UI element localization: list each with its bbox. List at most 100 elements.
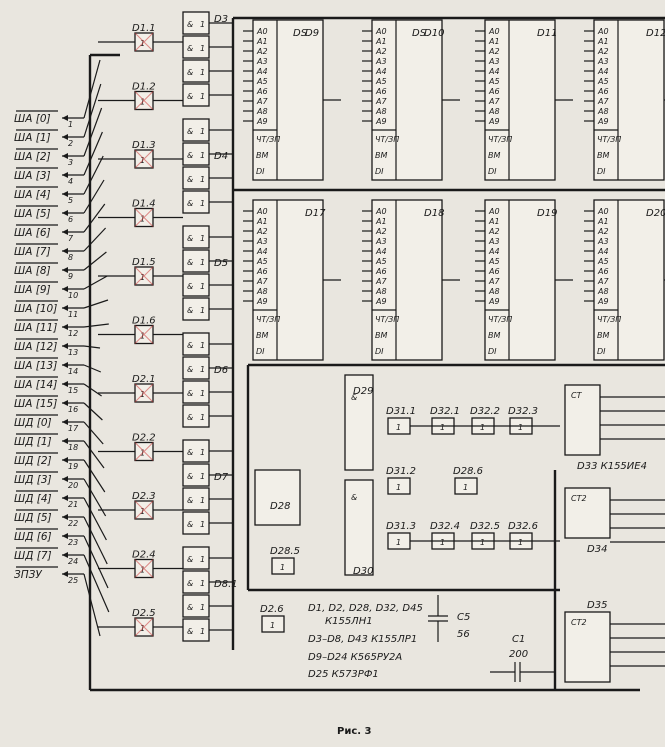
pin-number: 6 bbox=[68, 215, 73, 224]
control-pin: DI bbox=[597, 347, 606, 356]
cross-mark bbox=[134, 383, 154, 403]
control-pin: ВМ bbox=[488, 151, 500, 160]
address-pin: A1 bbox=[256, 217, 268, 226]
counter-label: D35 bbox=[587, 600, 607, 611]
address-pin: A3 bbox=[488, 57, 500, 66]
signal-label: ША [6] bbox=[14, 227, 51, 239]
nand-symbol: 1 bbox=[200, 603, 205, 612]
fanout-wire bbox=[83, 59, 101, 119]
address-pin: A9 bbox=[597, 297, 609, 306]
pin-number: 10 bbox=[68, 291, 78, 300]
control-pin: ВМ bbox=[375, 151, 387, 160]
arrow-icon bbox=[62, 286, 68, 292]
memory-chip bbox=[371, 19, 443, 181]
address-pin: A6 bbox=[375, 267, 387, 276]
nand-column: &1&1&1&1D3&1&1&1&1D4&1&1&1&1D5&1&1&1&1D6… bbox=[182, 11, 238, 642]
counter-label: D34 bbox=[587, 544, 607, 555]
address-pin: A7 bbox=[375, 277, 387, 286]
cross-mark bbox=[134, 559, 154, 578]
address-pin: A2 bbox=[375, 227, 387, 236]
gate-symbol: 1 bbox=[463, 483, 468, 492]
memory-label: D17 bbox=[305, 208, 326, 219]
gate-symbol: 1 bbox=[270, 621, 275, 630]
signal-label: ША [14] bbox=[14, 379, 57, 391]
control-pin: ВМ bbox=[597, 331, 609, 340]
pin-number: 19 bbox=[68, 462, 78, 471]
gate-symbol: 1 bbox=[518, 538, 523, 547]
pin-number: 24 bbox=[68, 557, 78, 566]
parts-line-1: D1, D2, D28, D32, D45 bbox=[308, 603, 423, 614]
arrow-icon bbox=[62, 476, 68, 482]
c1-label: C1 bbox=[512, 634, 525, 645]
address-pin: A1 bbox=[375, 217, 387, 226]
parts-line-5: D25 К573РФ1 bbox=[308, 669, 379, 680]
fanout-wire bbox=[83, 203, 106, 233]
counter-label: D33 К155ИЕ4 bbox=[577, 461, 647, 472]
fanout-wire bbox=[83, 383, 102, 397]
address-pin: A9 bbox=[375, 297, 387, 306]
address-pin: A7 bbox=[597, 97, 609, 106]
memory-chip bbox=[593, 19, 665, 181]
arrow-icon bbox=[62, 210, 68, 216]
control-pin: DI bbox=[488, 347, 497, 356]
pin-number: 14 bbox=[68, 367, 78, 376]
nand-symbol: 1 bbox=[200, 151, 205, 160]
main-buses bbox=[88, 16, 665, 692]
nand-symbol: 1 bbox=[200, 448, 205, 457]
memory-label: D9 bbox=[305, 28, 319, 39]
address-pin: A8 bbox=[597, 107, 609, 116]
logic-block bbox=[344, 374, 374, 471]
capacitor-c5: C5 56 bbox=[428, 595, 470, 642]
address-pin: A0 bbox=[256, 207, 268, 216]
fanout-wire bbox=[83, 402, 103, 421]
address-pin: A0 bbox=[375, 207, 387, 216]
nand-symbol: & bbox=[187, 472, 193, 481]
nand-symbol: & bbox=[187, 175, 193, 184]
inverter-label: D2.4 bbox=[132, 550, 156, 561]
logic-label: D31.1 bbox=[386, 406, 416, 417]
pin-number: 13 bbox=[68, 348, 78, 357]
address-pin: A0 bbox=[597, 27, 609, 36]
fanout-wire bbox=[83, 323, 109, 328]
address-pin: A8 bbox=[488, 107, 500, 116]
connector-wires bbox=[16, 59, 110, 637]
gate-symbol: 1 bbox=[280, 563, 285, 572]
memory-label: D12 bbox=[646, 28, 665, 39]
nand-symbol: 1 bbox=[200, 282, 205, 291]
nand-symbol: & bbox=[187, 448, 193, 457]
logic-label: D32.6 bbox=[508, 521, 538, 532]
signal-label: ША [5] bbox=[14, 208, 51, 220]
address-pin: A6 bbox=[256, 87, 268, 96]
control-logic: &D29&D30D281D28.51D31.11D31.21D31.31D32.… bbox=[254, 374, 560, 633]
nand-symbol: & bbox=[187, 496, 193, 505]
pin-number: 21 bbox=[68, 500, 78, 509]
signal-label: ШД [1] bbox=[14, 436, 52, 448]
control-pin: ЧТ/ЗП bbox=[597, 135, 621, 144]
pin-number: 23 bbox=[68, 538, 78, 547]
logic-label: D2.6 bbox=[260, 604, 284, 615]
address-pin: A1 bbox=[597, 37, 609, 46]
signal-label: ША [2] bbox=[14, 151, 51, 163]
logic-label: D28.5 bbox=[270, 546, 300, 557]
address-pin: A1 bbox=[375, 37, 387, 46]
fanout-wire bbox=[83, 573, 101, 637]
logic-label: D31.3 bbox=[386, 521, 416, 532]
pin-number: 1 bbox=[68, 120, 73, 129]
control-pin: ЧТ/ЗП bbox=[597, 315, 621, 324]
address-pin: A4 bbox=[375, 67, 387, 76]
nand-symbol: & bbox=[187, 389, 193, 398]
pin-number: 12 bbox=[68, 329, 78, 338]
memory-label: D20 bbox=[646, 208, 665, 219]
address-pin: A5 bbox=[256, 77, 268, 86]
fanout-wire bbox=[83, 345, 101, 349]
arrow-icon bbox=[62, 305, 68, 311]
logic-gate bbox=[387, 477, 411, 495]
pin-number: 22 bbox=[68, 519, 78, 528]
address-pin: A7 bbox=[488, 277, 500, 286]
nand-label: D4 bbox=[214, 151, 228, 162]
arrow-icon bbox=[62, 514, 68, 520]
signal-label: ША [15] bbox=[14, 398, 57, 410]
address-pin: A9 bbox=[488, 297, 500, 306]
counter-chip bbox=[564, 611, 611, 683]
